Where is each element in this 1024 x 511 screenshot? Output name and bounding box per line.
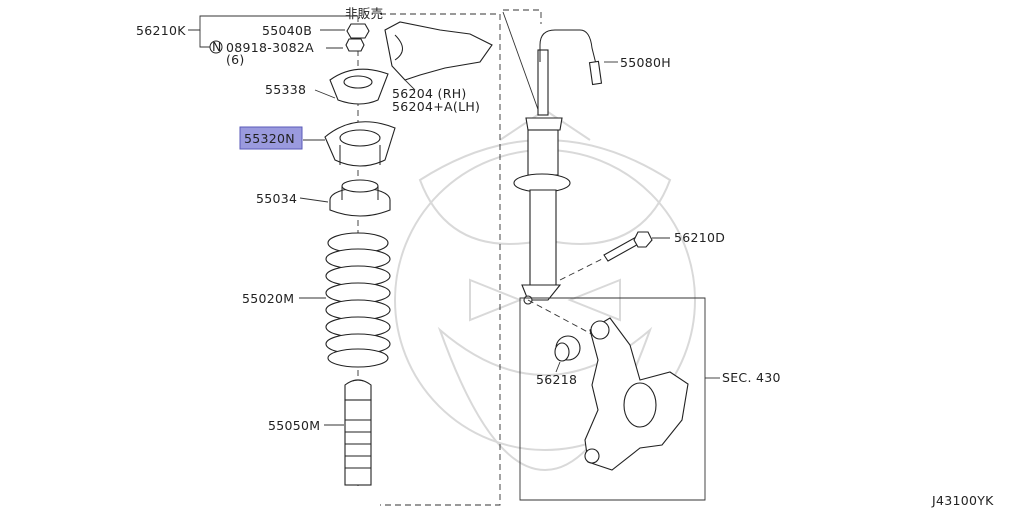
not-sold-label: 非販売 [345, 6, 383, 21]
bushing-56218 [554, 335, 581, 373]
label-56218[interactable]: 56218 [536, 372, 577, 387]
label-55080h[interactable]: 55080H [620, 55, 671, 70]
shock-absorber [502, 11, 571, 305]
coil-spring-55020m [299, 232, 391, 368]
not-sold-group-box: 非販売 [345, 6, 542, 506]
label-sec430[interactable]: SEC. 430 [722, 370, 781, 385]
label-56210d[interactable]: 56210D [674, 230, 725, 245]
spring-seat-55034 [299, 179, 391, 217]
bump-stopper-55050m [324, 379, 372, 486]
label-08918[interactable]: 08918-3082A [226, 40, 314, 55]
nut-55040b [320, 23, 370, 39]
label-55320n[interactable]: 55320N [244, 131, 295, 146]
bracket-56210k [188, 15, 359, 48]
knuckle-sec430 [519, 297, 720, 501]
label-55040b[interactable]: 55040B [262, 23, 312, 38]
mount-55320n [303, 121, 396, 167]
label-08918-prefix: N [212, 39, 222, 54]
label-55050m[interactable]: 55050M [268, 418, 320, 433]
label-55034[interactable]: 55034 [256, 191, 297, 206]
label-55020m[interactable]: 55020M [242, 291, 294, 306]
label-56204-rh[interactable]: 56204 (RH) [392, 86, 467, 101]
label-08918-qty: (6) [226, 52, 245, 67]
strut-cover-56204 [384, 21, 493, 91]
label-55338[interactable]: 55338 [265, 82, 306, 97]
sensor-wire-55080h [539, 29, 618, 86]
bolt-08918 [209, 38, 365, 54]
highlighted-part-55320n[interactable] [239, 126, 303, 150]
diagram-code: J43100YK [931, 493, 994, 508]
label-56204-lh[interactable]: 56204+A(LH) [392, 99, 480, 114]
label-56210k[interactable]: 56210K [136, 23, 186, 38]
bolt-56210d [559, 231, 670, 281]
insulator-55338 [314, 68, 389, 105]
